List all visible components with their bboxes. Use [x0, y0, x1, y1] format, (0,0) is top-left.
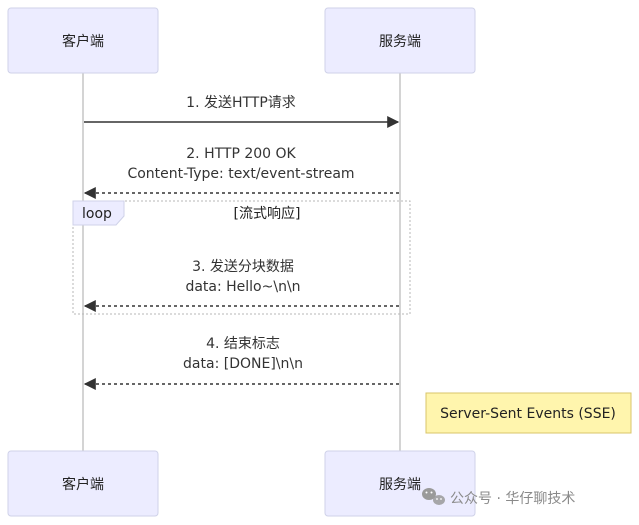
loop-frame	[72, 200, 411, 315]
message-1: 1. 发送HTTP请求	[84, 95, 400, 128]
sse-note: Server-Sent Events (SSE)	[425, 392, 632, 434]
sse-note-text: Server-Sent Events (SSE)	[440, 406, 616, 422]
message-4-line-2: data: [DONE]\n\n	[183, 356, 303, 372]
actor-server-top: 服务端	[324, 7, 476, 74]
actor-client-top-label: 客户端	[62, 33, 104, 50]
message-4-line-1: 4. 结束标志	[206, 336, 280, 352]
actor-client-bottom-label: 客户端	[62, 476, 104, 493]
message-2-line-2: Content-Type: text/event-stream	[127, 166, 354, 182]
message-2-line-1: 2. HTTP 200 OK	[186, 146, 296, 162]
actor-client-bottom: 客户端	[7, 450, 159, 517]
message-3-line-2: data: Hello~\n\n	[185, 279, 300, 295]
loop-tab	[72, 200, 125, 226]
message-4: 4. 结束标志 data: [DONE]\n\n	[83, 336, 399, 390]
actor-server-bottom-label: 服务端	[379, 477, 421, 493]
loop-label: loop	[82, 206, 112, 222]
message-3: 3. 发送分块数据 data: Hello~\n\n	[83, 259, 399, 312]
actor-server-top-label: 服务端	[379, 34, 421, 50]
watermark: 公众号 · 华仔聊技术	[422, 488, 575, 507]
message-3-line-1: 3. 发送分块数据	[192, 259, 294, 275]
actor-client-top: 客户端	[7, 7, 159, 74]
message-2: 2. HTTP 200 OK Content-Type: text/event-…	[83, 146, 399, 199]
watermark-text: 公众号 · 华仔聊技术	[450, 491, 575, 507]
wechat-icon	[422, 488, 445, 505]
message-1-line-1: 1. 发送HTTP请求	[186, 95, 296, 111]
loop-condition: [流式响应]	[234, 205, 301, 222]
loop-block: loop [流式响应]	[72, 200, 411, 315]
